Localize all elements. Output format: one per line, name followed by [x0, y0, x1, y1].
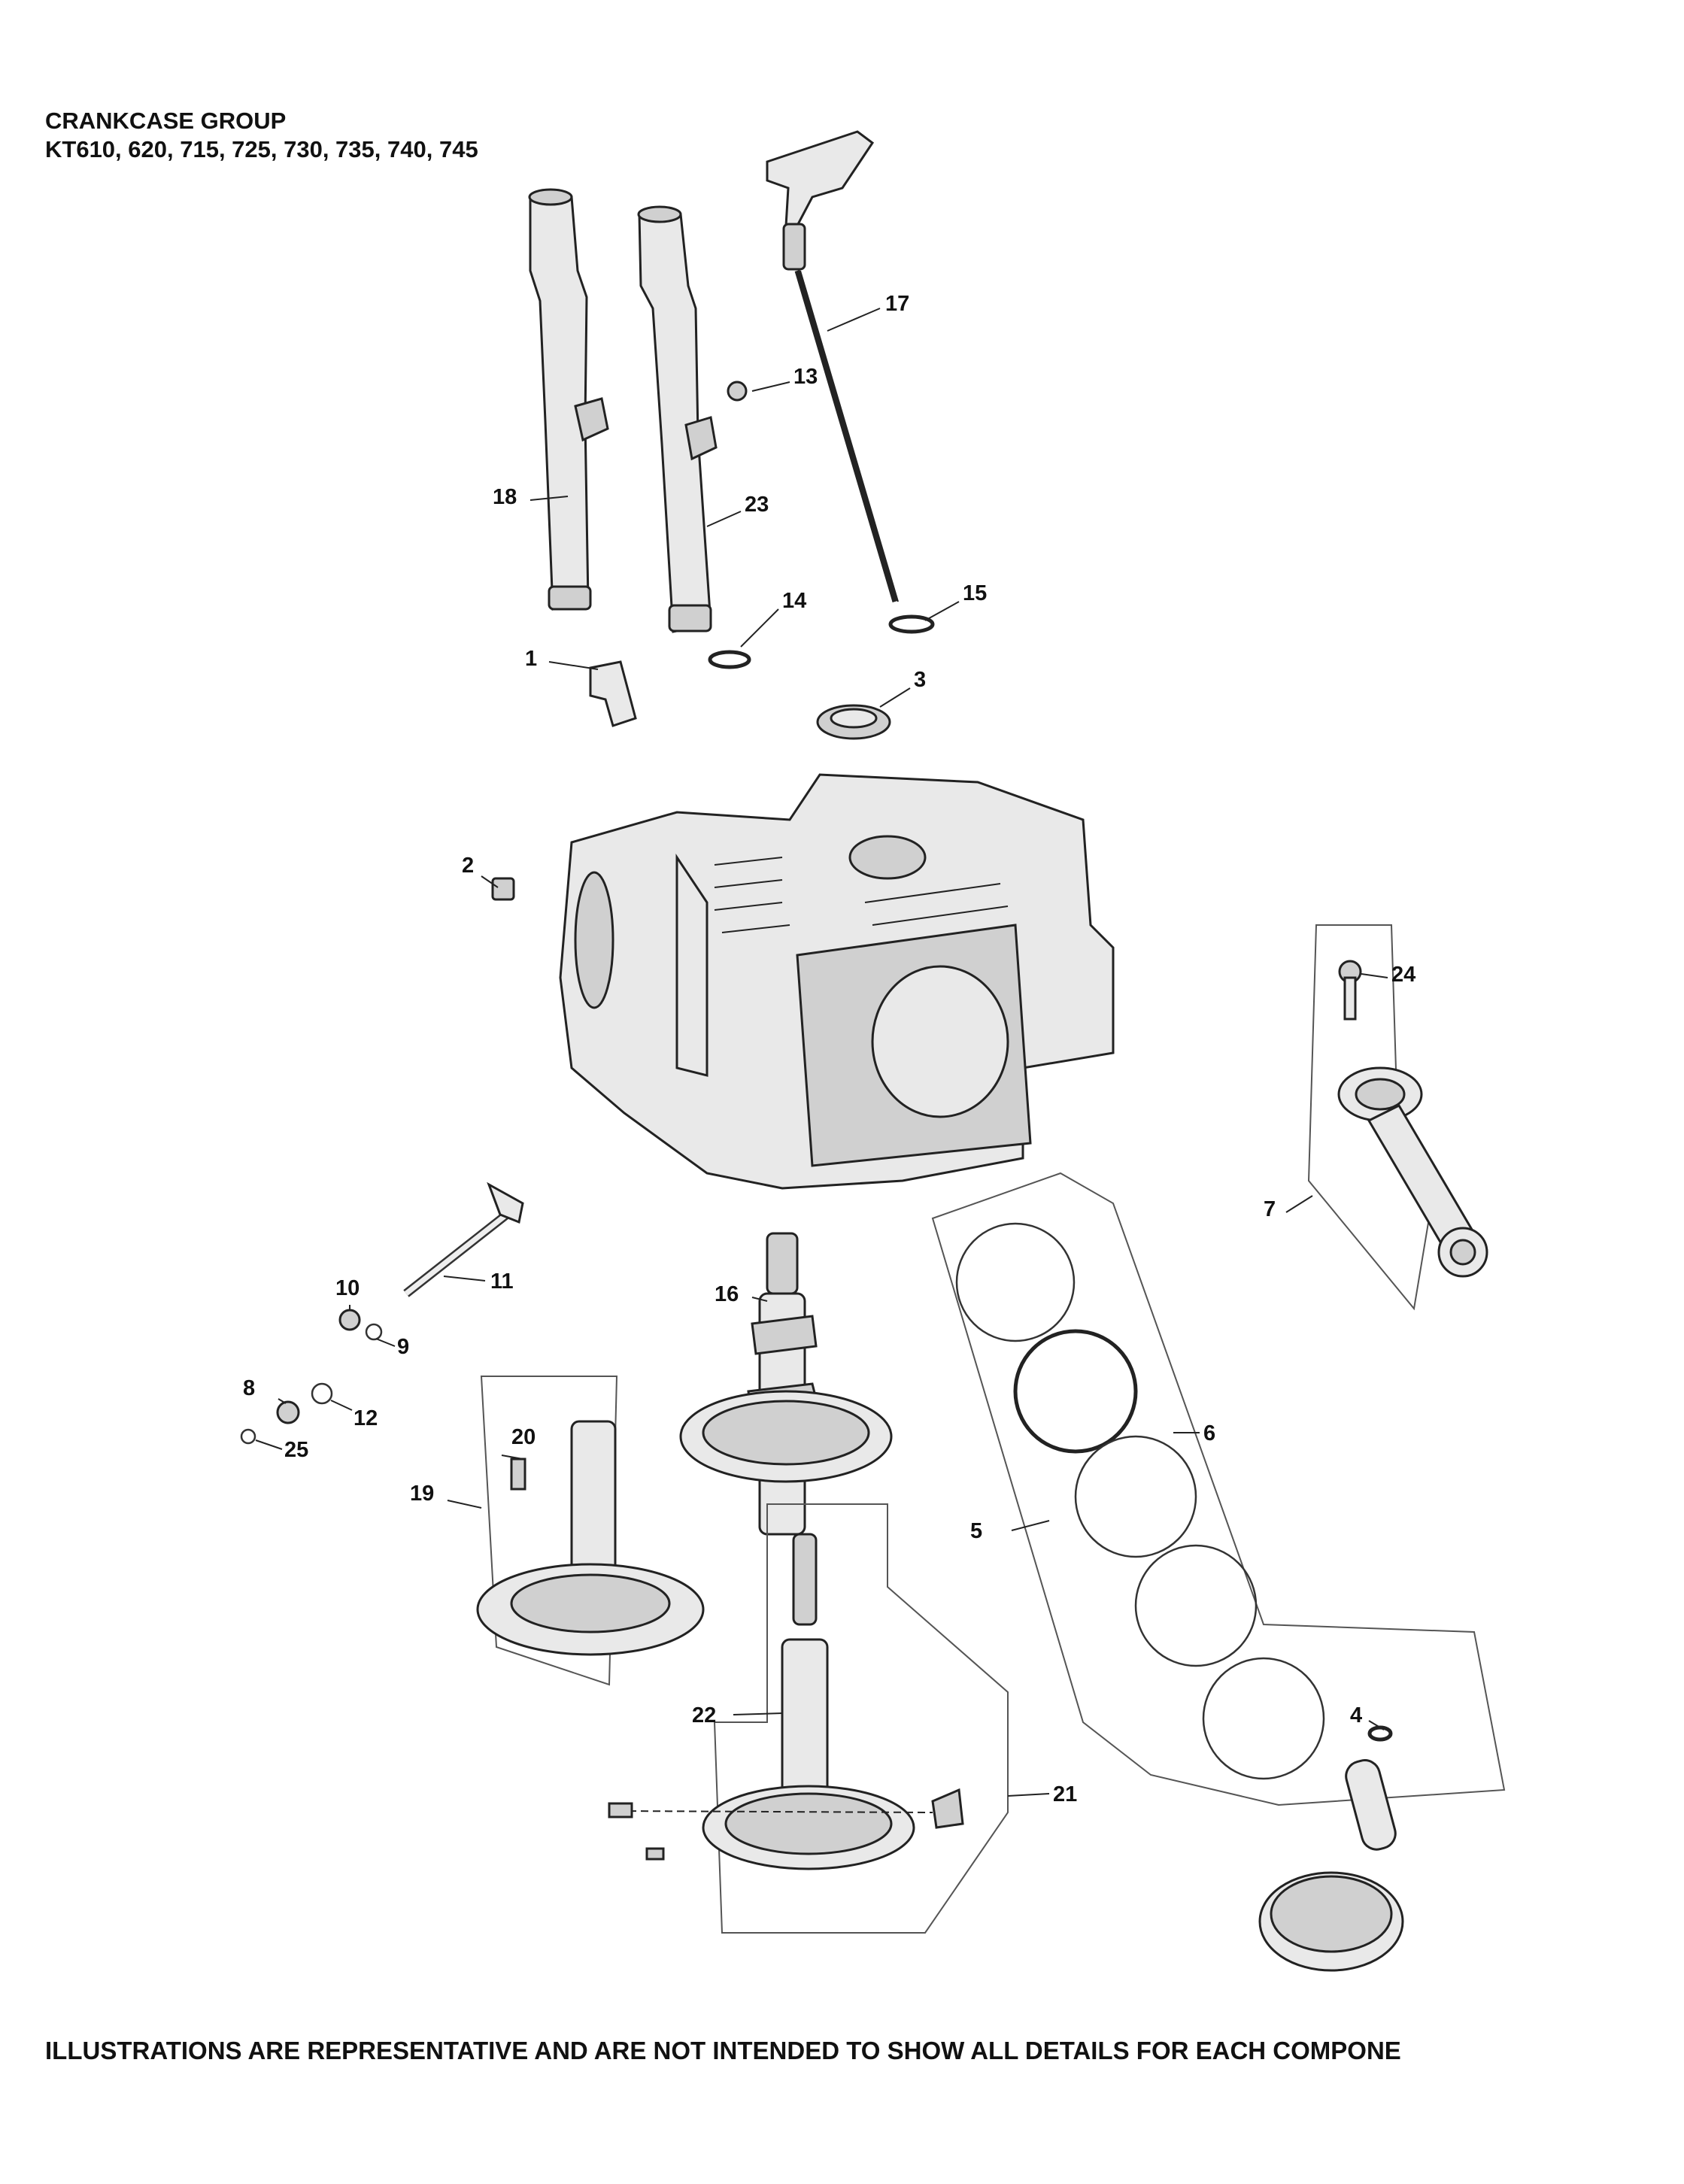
- crankcase-part: [559, 773, 1115, 1190]
- callout-14: 14: [782, 589, 806, 613]
- piston-part: [1258, 1871, 1404, 1972]
- callout-5: 5: [970, 1519, 982, 1543]
- callout-18: 18: [493, 485, 517, 509]
- bracket-part: [589, 660, 637, 727]
- oil-seal-part: [816, 704, 891, 740]
- plug-part: [491, 877, 515, 901]
- callout-21: 21: [1053, 1782, 1077, 1806]
- callout-6: 6: [1203, 1421, 1215, 1445]
- title-line-2: KT610, 620, 715, 725, 730, 735, 740, 745: [45, 136, 478, 162]
- callout-4: 4: [1350, 1703, 1362, 1727]
- callout-8: 8: [243, 1376, 255, 1400]
- callout-17: 17: [885, 292, 909, 316]
- piston-ring-set-part: [931, 1172, 1506, 1806]
- callout-7: 7: [1264, 1197, 1276, 1221]
- callout-19: 19: [410, 1482, 434, 1506]
- camshaft-assembly-part: [476, 1376, 705, 1686]
- oil-fill-tube-alt-part: [637, 205, 718, 633]
- callout-20: 20: [511, 1425, 536, 1449]
- dipstick-part: [766, 130, 899, 602]
- leader-lines: [255, 308, 1388, 1797]
- piston-clip-part: [1367, 1725, 1393, 1742]
- tube-part: [403, 1181, 524, 1297]
- camshaft-governor-part: [608, 1503, 1009, 1934]
- clip-part: [240, 1428, 256, 1445]
- callout-24: 24: [1391, 963, 1415, 987]
- callout-1: 1: [525, 647, 537, 671]
- washer-part: [311, 1382, 333, 1405]
- callout-23: 23: [745, 493, 769, 517]
- diagram-title: CRANKCASE GROUP KT610, 620, 715, 725, 73…: [45, 107, 478, 164]
- callout-2: 2: [462, 854, 474, 878]
- callout-22: 22: [692, 1703, 716, 1727]
- callout-12: 12: [353, 1406, 378, 1430]
- callout-3: 3: [914, 668, 926, 692]
- callout-25: 25: [284, 1438, 308, 1462]
- callout-9: 9: [397, 1335, 409, 1359]
- nut-part: [338, 1309, 361, 1331]
- screw-part: [727, 381, 748, 402]
- callout-16: 16: [715, 1282, 739, 1306]
- o-ring-part: [708, 650, 751, 669]
- title-line-1: CRANKCASE GROUP: [45, 108, 287, 134]
- callout-13: 13: [793, 365, 818, 389]
- nut-part: [276, 1400, 300, 1424]
- callout-15: 15: [963, 581, 987, 605]
- callout-11: 11: [490, 1269, 514, 1294]
- washer-part: [365, 1323, 383, 1341]
- callout-10: 10: [335, 1276, 360, 1300]
- disclaimer-footer: ILLUSTRATIONS ARE REPRESENTATIVE AND ARE…: [45, 2037, 1401, 2064]
- connecting-rod-part: [1307, 924, 1488, 1311]
- o-ring-part: [888, 614, 935, 634]
- camshaft-part: [679, 1232, 893, 1536]
- oil-fill-tube-part: [528, 188, 609, 611]
- piston-pin-part: [1345, 1759, 1397, 1851]
